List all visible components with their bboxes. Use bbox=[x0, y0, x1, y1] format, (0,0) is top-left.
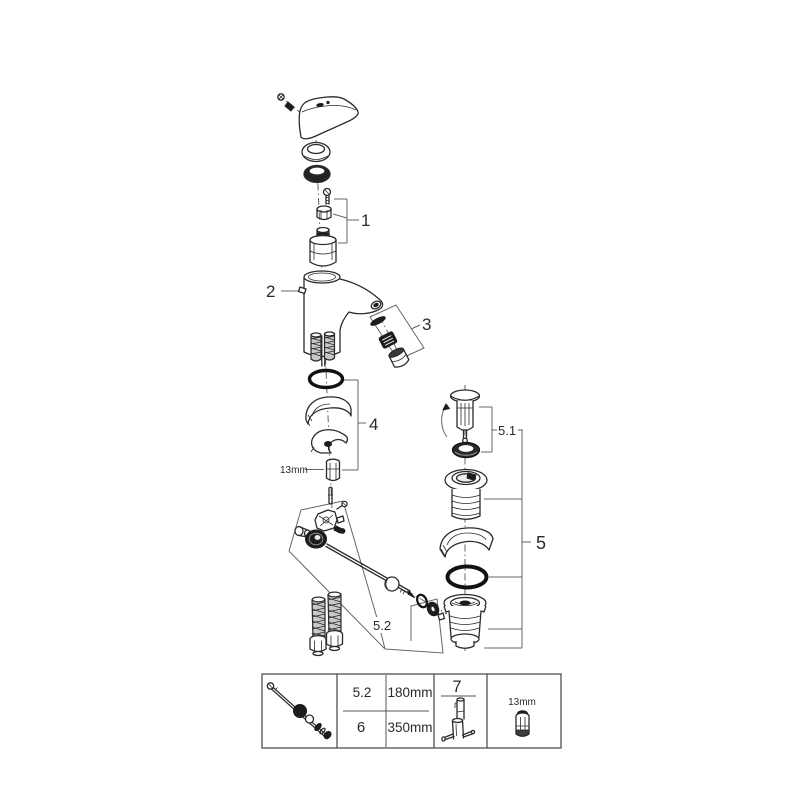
table-dim-length-2: 350mm bbox=[387, 720, 432, 735]
callout-1-label: 1 bbox=[361, 211, 370, 230]
drain-flange-drawing bbox=[444, 468, 488, 520]
callout-5-2-label-bg bbox=[371, 617, 395, 633]
callout-5-label: 5 bbox=[536, 533, 546, 553]
callout-4-bracket bbox=[342, 379, 366, 471]
supply-hoses-drawing bbox=[309, 591, 344, 657]
pivot-rod-drawing bbox=[325, 543, 415, 598]
table-rod-assembly-drawing bbox=[266, 682, 332, 740]
table-mounting-tool-drawing bbox=[441, 697, 476, 742]
table-dim-ref-1: 5.2 bbox=[353, 685, 372, 700]
drain-plug-drawing bbox=[441, 389, 481, 444]
callout-5-bracket bbox=[484, 430, 531, 649]
pivot-tee-drawing bbox=[294, 500, 348, 549]
callout-5-1-label: 5.1 bbox=[498, 423, 516, 438]
table-socket-size-label: 13mm bbox=[508, 697, 536, 708]
callout-1-bracket bbox=[332, 198, 359, 244]
table-dim-ref-2: 6 bbox=[357, 719, 365, 736]
spec-table: 5.2 180mm 6 350mm 7 13mm bbox=[261, 673, 562, 749]
cartridge-nut-drawing bbox=[316, 205, 332, 221]
drain-o-ring-drawing bbox=[445, 564, 489, 590]
mounting-o-ring-drawing bbox=[307, 368, 345, 390]
wrench-size-label: 13mm bbox=[280, 465, 308, 476]
mounting-wedge-drawing bbox=[305, 396, 352, 427]
pull-rod-pin-drawing bbox=[328, 486, 333, 505]
handle-screw-drawing bbox=[277, 93, 295, 112]
drain-housing-drawing bbox=[437, 593, 487, 649]
plug-seal-drawing bbox=[451, 441, 481, 459]
rod-o-ring-drawing bbox=[415, 593, 429, 609]
axis-lines bbox=[285, 100, 466, 651]
aerator-insert-drawing bbox=[378, 331, 398, 349]
callout-5-2-label: 5.2 bbox=[373, 618, 391, 633]
callout-3-label: 3 bbox=[422, 315, 431, 334]
callout-4-label: 4 bbox=[369, 415, 378, 434]
callout-5-1-bracket bbox=[479, 406, 523, 453]
table-tool-ref: 7 bbox=[452, 678, 461, 696]
lever-handle-drawing bbox=[298, 96, 359, 140]
cartridge-drawing bbox=[309, 226, 337, 267]
aerator-gasket-drawing bbox=[370, 316, 386, 326]
supply-studs-drawing bbox=[310, 331, 336, 367]
rod-washer-drawing bbox=[426, 601, 440, 617]
table-dim-length-1: 180mm bbox=[387, 685, 432, 700]
rotation-arrow bbox=[442, 403, 450, 411]
table-socket-nut-drawing bbox=[515, 710, 530, 737]
mounting-nut-drawing bbox=[325, 458, 341, 482]
cartridge-ring-drawing bbox=[303, 164, 331, 184]
aerator-housing-drawing bbox=[388, 347, 410, 368]
cartridge-screw-drawing bbox=[322, 187, 332, 205]
mounting-clamp-drawing bbox=[310, 429, 349, 454]
callout-2-label: 2 bbox=[266, 282, 275, 301]
drain-wedge-gasket-drawing bbox=[439, 527, 494, 558]
callout-5-2-bracket bbox=[288, 500, 444, 654]
escutcheon-cap-drawing bbox=[301, 141, 331, 163]
faucet-body-drawing bbox=[297, 270, 384, 358]
